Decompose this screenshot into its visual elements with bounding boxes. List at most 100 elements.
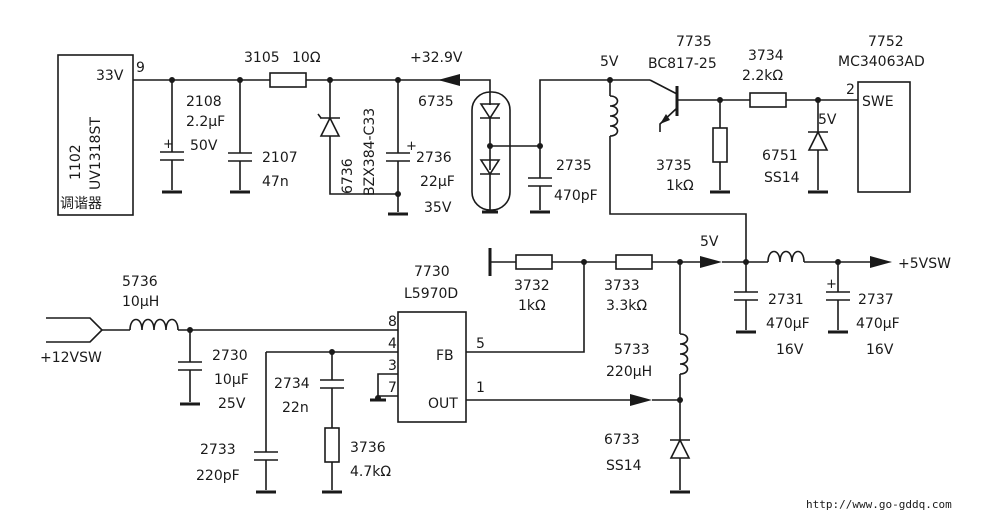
c2730-rating: 25V: [218, 396, 246, 412]
c2737-rating: 16V: [866, 342, 894, 358]
capacitor-2735: 2735 470pF: [528, 146, 598, 214]
c2108-rating: 50V: [190, 138, 218, 154]
u7752-pin-label: SWE: [862, 94, 894, 110]
inductor-5736: 5736 10μH: [122, 274, 179, 331]
r3735-ref: 3735: [656, 158, 692, 174]
svg-text:+: +: [163, 137, 174, 152]
tuner-name-label: 调谐器: [60, 196, 102, 212]
d6733-ref: 6733: [604, 432, 640, 448]
diode-pair-6735: 6735: [418, 91, 511, 214]
u7730-out-label: OUT: [428, 396, 458, 412]
capacitor-2730: 2730 10μF 25V: [178, 330, 249, 412]
ic-7752: 7752 MC34063AD 2 SWE: [838, 34, 925, 193]
r3105-ref: 3105: [244, 50, 280, 66]
r3736-value: 4.7kΩ: [350, 464, 391, 480]
u7730-pin-5: 5: [476, 336, 485, 352]
u7730-pin-4: 4: [388, 336, 397, 352]
d6733-part: SS14: [606, 458, 642, 474]
capacitor-2737: + 2737 470μF 16V: [826, 262, 900, 358]
r3105-value: 10Ω: [292, 50, 321, 66]
svg-text:+: +: [826, 277, 837, 292]
l5733-value: 220μH: [606, 364, 652, 380]
ic-7730: 7730 L5970D 8 4 3 7 5 1 FB OUT: [388, 264, 485, 423]
resistor-3733: 3733 3.3kΩ: [604, 254, 653, 314]
c2734-ref: 2734: [274, 376, 310, 392]
capacitor-2736: + 2736 22μF 35V: [386, 80, 455, 216]
d6751-part: SS14: [764, 170, 800, 186]
c2735-ref: 2735: [556, 158, 592, 174]
c2737-value: 470μF: [856, 316, 900, 332]
input-12vsw-connector: +12VSW: [40, 317, 130, 366]
u7730-pin-3: 3: [388, 358, 397, 374]
u7730-ref: 7730: [414, 264, 450, 280]
r3733-value: 3.3kΩ: [606, 298, 647, 314]
u7730-pin-7: 7: [388, 380, 397, 396]
c2108-ref: 2108: [186, 94, 222, 110]
r3733-ref: 3733: [604, 278, 640, 294]
c2731-value: 470μF: [766, 316, 810, 332]
capacitor-2734: 2734 22n: [274, 352, 344, 428]
r3735-value: 1kΩ: [666, 178, 694, 194]
tuner-ref-label: 1102: [68, 144, 84, 180]
resistor-3734: 3734 2.2kΩ: [742, 48, 787, 108]
r3732-value: 1kΩ: [518, 298, 546, 314]
d6735-ref: 6735: [418, 94, 454, 110]
capacitor-2733: 2733 220pF: [196, 352, 278, 494]
c2731-ref: 2731: [768, 292, 804, 308]
u7752-part: MC34063AD: [838, 54, 925, 70]
c2107-value: 47n: [262, 174, 289, 190]
tuner-1102: 1102 UV1318ST 调谐器 33V 9: [57, 54, 145, 216]
tuner-pin-number: 9: [136, 60, 145, 76]
d6751-ref: 6751: [762, 148, 798, 164]
net-5vsw-out-label: +5VSW: [898, 256, 951, 272]
net-5v-top-label: 5V: [600, 54, 619, 70]
u7730-fb-label: FB: [436, 348, 454, 364]
inductor-5733: 5733 220μH: [606, 262, 689, 440]
watermark-url: http://www.go-gddq.com: [806, 498, 952, 511]
net-5v-mid-label: 5V: [818, 112, 837, 128]
transistor-7735: 7735 BC817-25: [610, 34, 717, 132]
net-12vsw-label: +12VSW: [40, 350, 102, 366]
resistor-3736: 3736 4.7kΩ: [322, 427, 391, 494]
net-5v-sw-label: 5V: [700, 234, 719, 250]
c2736-rating: 35V: [424, 200, 452, 216]
d6736-ref: 6736: [340, 158, 356, 194]
q7735-part: BC817-25: [648, 56, 717, 72]
u7752-ref: 7752: [868, 34, 904, 50]
c2108-value: 2.2μF: [186, 114, 225, 130]
l5736-ref: 5736: [122, 274, 158, 290]
c2730-ref: 2730: [212, 348, 248, 364]
d6736-part: BZX384-C33: [362, 108, 378, 196]
c2731-rating: 16V: [776, 342, 804, 358]
c2733-value: 220pF: [196, 468, 240, 484]
c2734-value: 22n: [282, 400, 309, 416]
r3736-ref: 3736: [350, 440, 386, 456]
resistor-3105: 3105 10Ω: [244, 50, 321, 88]
c2737-ref: 2737: [858, 292, 894, 308]
zener-6736: 6736 BZX384-C33: [317, 80, 398, 196]
c2107-ref: 2107: [262, 150, 298, 166]
resistor-3735: 3735 1kΩ: [656, 100, 730, 194]
capacitor-2731: 2731 470μF 16V: [734, 262, 810, 358]
r3732-ref: 3732: [514, 278, 550, 294]
l5736-value: 10μH: [122, 294, 159, 310]
tuner-part-label: UV1318ST: [88, 117, 104, 190]
u7730-part: L5970D: [404, 286, 458, 302]
capacitor-2107: 2107 47n: [228, 80, 298, 194]
tuner-pin-voltage: 33V: [96, 68, 124, 84]
svg-text:+: +: [406, 139, 417, 154]
r3734-ref: 3734: [748, 48, 784, 64]
u7730-pin-1: 1: [476, 380, 485, 396]
c2733-ref: 2733: [200, 442, 236, 458]
q7735-ref: 7735: [676, 34, 712, 50]
u7752-pin: 2: [846, 82, 855, 98]
r3734-value: 2.2kΩ: [742, 68, 783, 84]
c2736-value: 22μF: [420, 174, 455, 190]
u7730-pin-8: 8: [388, 314, 397, 330]
capacitor-2108: + 2108 2.2μF 50V: [160, 80, 225, 194]
c2736-ref: 2736: [416, 150, 452, 166]
schottky-6733: 6733 SS14: [604, 432, 691, 494]
schottky-6751: 5V 6751 SS14: [762, 100, 837, 194]
net-32v9-label: +32.9V: [410, 50, 463, 66]
